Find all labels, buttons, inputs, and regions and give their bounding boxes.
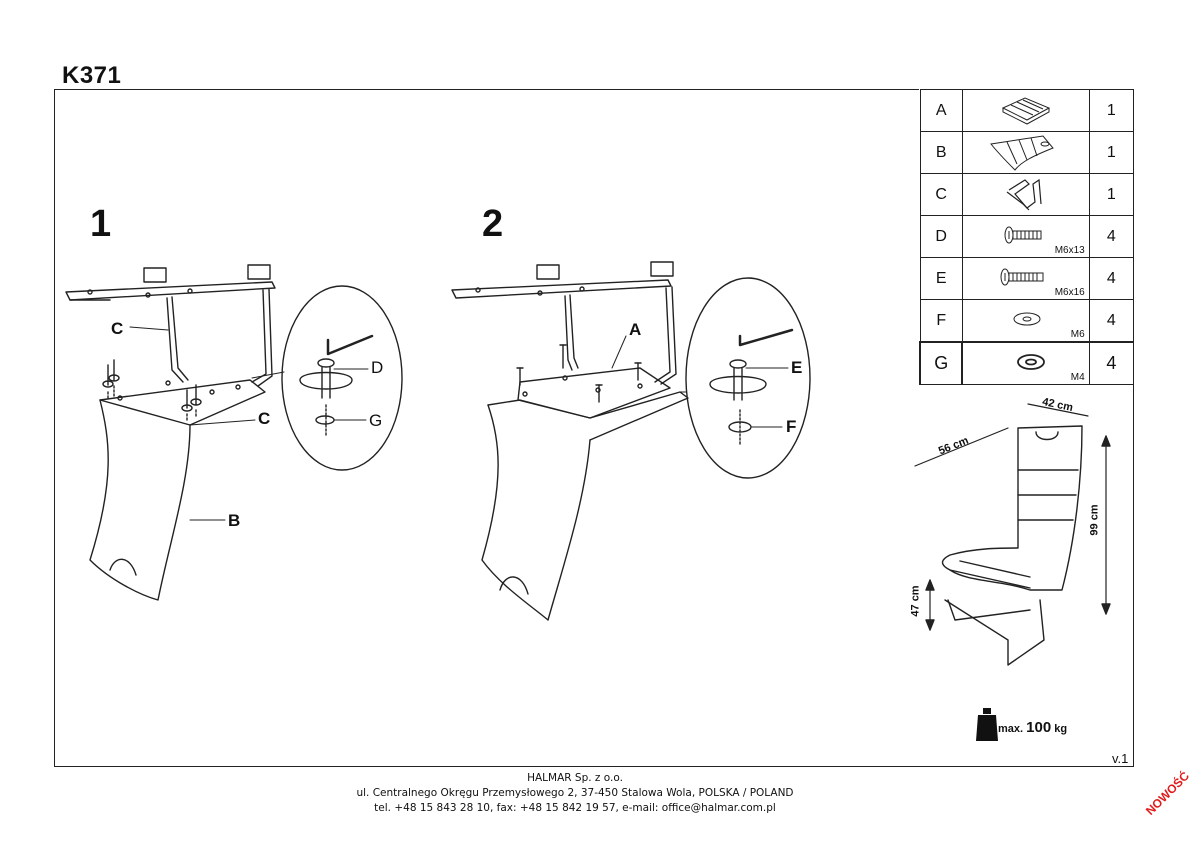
parts-table: A 1 B 1 C 1 D: [918, 89, 1135, 385]
step1-backrest: [89, 379, 266, 601]
part-quantity: 4: [1088, 341, 1135, 385]
backrest-icon: [961, 131, 1090, 174]
part-letter: B: [919, 131, 963, 174]
step-number-2: 2: [482, 203, 504, 245]
washer-icon: M6: [961, 299, 1090, 343]
callout-d: D: [371, 358, 384, 377]
part-quantity: 1: [1088, 131, 1135, 174]
step2-backrest: [481, 391, 689, 621]
part-quantity: 4: [1088, 257, 1135, 300]
seat-icon: [961, 89, 1090, 132]
weight-icon: [976, 708, 998, 741]
max-load-prefix: max.: [998, 723, 1024, 735]
callout-a: A: [629, 320, 642, 339]
parts-row-a: A 1: [919, 89, 1135, 132]
callout-b: B: [228, 511, 241, 530]
callout-c-top: C: [111, 319, 124, 338]
part-letter: F: [919, 299, 963, 343]
model-title: K371: [62, 62, 122, 89]
parts-row-c: C 1: [919, 173, 1135, 216]
step1-detail-circle: [251, 285, 403, 471]
part-letter: D: [919, 215, 963, 258]
bolt-icon: M6x13: [961, 215, 1090, 258]
chair-dimension-sketch: [914, 403, 1111, 666]
part-size: M4: [1070, 372, 1085, 383]
callout-e: E: [791, 358, 803, 377]
max-load-unit: kg: [1054, 723, 1068, 735]
footer-address: ul. Centralnego Okręgu Przemysłowego 2, …: [356, 787, 794, 799]
version-label: v.1: [1112, 751, 1129, 766]
max-load-value: 100: [1026, 719, 1052, 736]
step1-screws: [102, 359, 202, 421]
parts-row-g: G M4 4: [918, 341, 1135, 385]
parts-row-d: D M6x13 4: [919, 215, 1135, 258]
part-letter: C: [919, 173, 963, 216]
part-quantity: 4: [1088, 215, 1135, 258]
parts-row-e: E M6x16 4: [919, 257, 1135, 300]
part-letter: G: [918, 341, 964, 385]
part-quantity: 1: [1088, 173, 1135, 216]
callout-c-side: C: [258, 409, 271, 428]
max-load-label: max. 100 kg: [998, 719, 1067, 736]
callout-f: F: [786, 417, 797, 436]
dimension-height: 99 cm: [1088, 504, 1101, 536]
washer-icon: M4: [961, 341, 1090, 385]
footer-company: HALMAR Sp. z o.o.: [527, 772, 623, 784]
footer-contact: tel. +48 15 843 28 10, fax: +48 15 842 1…: [374, 802, 776, 814]
instruction-frame: [54, 89, 1134, 767]
part-quantity: 1: [1088, 89, 1135, 132]
step-number-1: 1: [90, 203, 112, 245]
part-size: M6x16: [1054, 287, 1085, 298]
part-size: M6: [1070, 329, 1085, 340]
step2-detail-circle: [679, 277, 811, 479]
part-letter: A: [919, 89, 963, 132]
parts-row-f: F M6 4: [919, 299, 1135, 343]
step2-screws: [516, 344, 642, 403]
callout-g: G: [369, 411, 383, 430]
step2-seat: [517, 367, 671, 419]
parts-row-b: B 1: [919, 131, 1135, 174]
frame-icon: [961, 173, 1090, 216]
step1-chair-frame: [65, 264, 276, 387]
company-footer: HALMAR Sp. z o.o. ul. Centralnego Okręgu…: [300, 771, 850, 816]
bolt-icon: M6x16: [961, 257, 1090, 300]
dimension-seat-height: 47 cm: [909, 585, 922, 617]
part-size: M6x13: [1054, 245, 1085, 256]
step2-chair-frame: [451, 261, 677, 385]
part-quantity: 4: [1088, 299, 1135, 343]
part-letter: E: [919, 257, 963, 300]
